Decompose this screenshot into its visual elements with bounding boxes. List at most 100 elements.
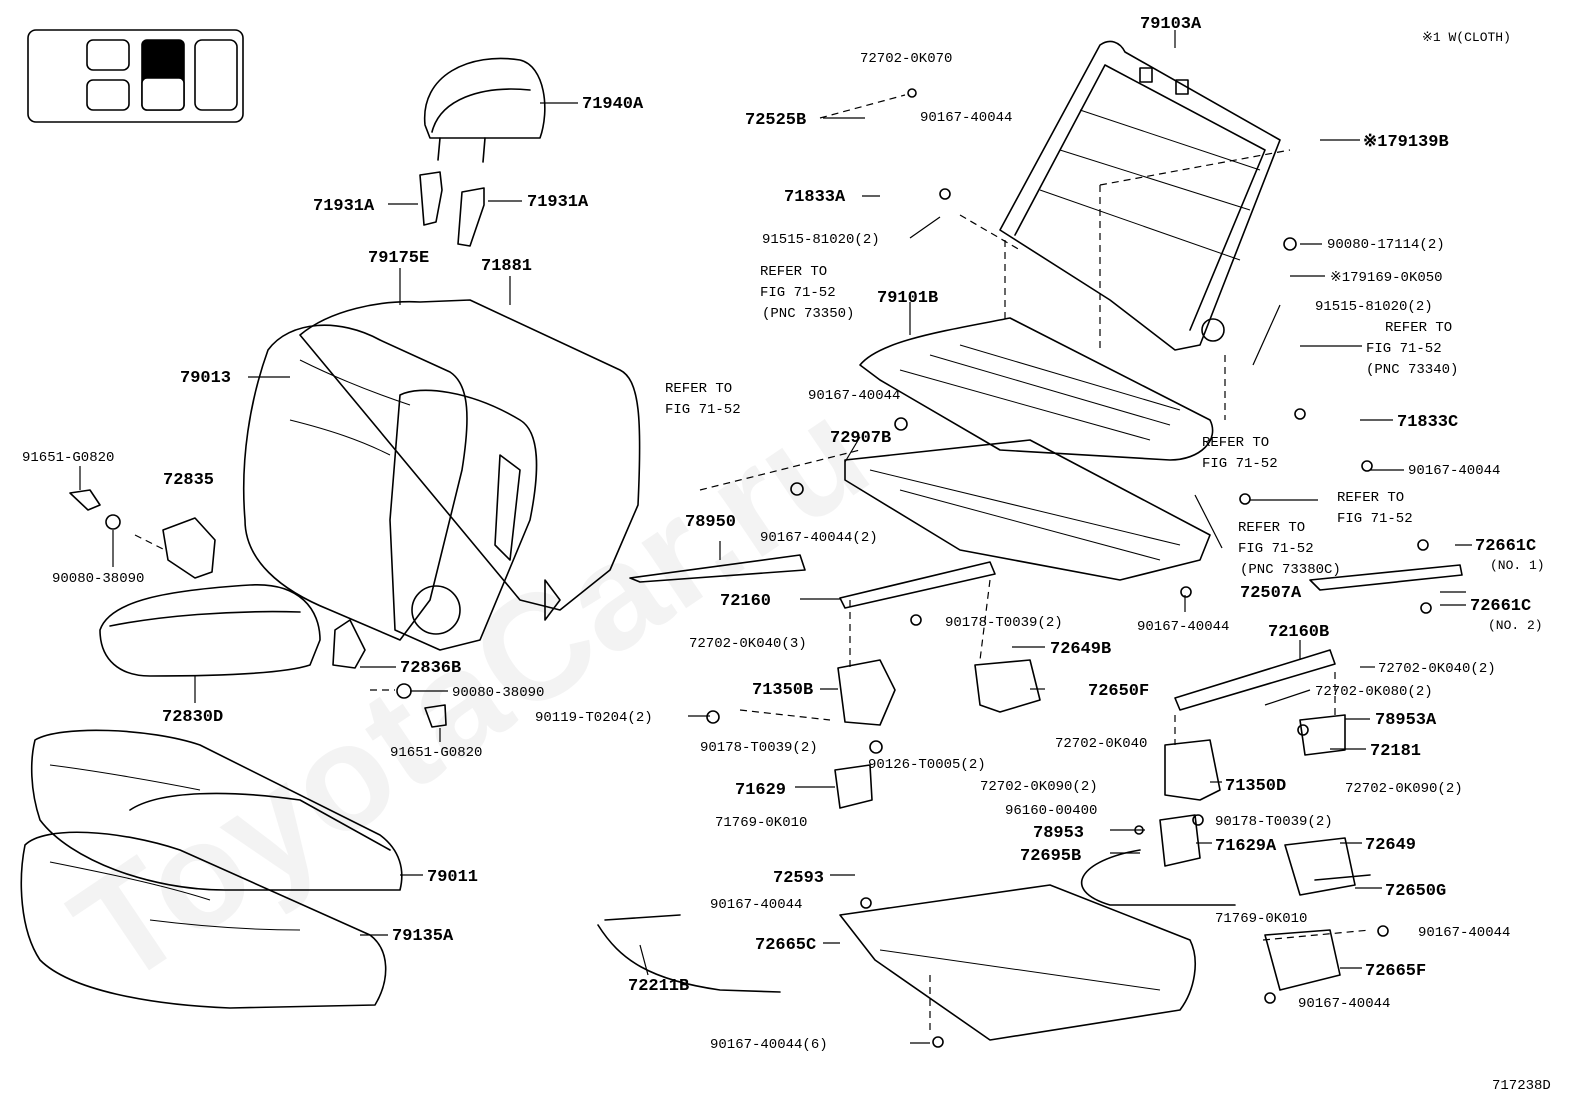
label-79103A: 79103A [1140,15,1202,34]
label-71350B: 71350B [752,681,813,700]
refer-6-line-c: (PNC 73380C) [1240,562,1341,578]
label-72665F: 72665F [1365,962,1426,981]
label-72695B: 72695B [1020,847,1081,866]
refer-4-line-a: REFER TO [1202,435,1269,451]
label-72211B: 72211B [628,977,689,996]
hinge-cover-drawings [69,489,447,728]
label-90178-T0039-3: 90178-T0039(2) [1215,814,1333,830]
label-72181: 72181 [1370,742,1421,761]
label-79101B: 79101B [877,289,938,308]
seat-position-legend [27,29,244,123]
label-72661C-no1: 72661C [1475,537,1536,556]
label-79011: 79011 [427,868,478,887]
label-72525B: 72525B [745,111,806,130]
label-90119-T0204: 90119-T0204(2) [535,710,653,726]
label-79139B: ※179139B [1363,133,1449,152]
label-79135A: 79135A [392,927,454,946]
label-90126-T0005: 90126-T0005(2) [868,757,986,773]
label-72661C-no2: 72661C [1470,597,1531,616]
label-71833A: 71833A [784,188,846,207]
refer-4-line-b: FIG 71-52 [1202,456,1278,472]
seat-cushion-frame-drawing [859,317,1214,461]
label-71629: 71629 [735,781,786,800]
label-72650F: 72650F [1088,682,1149,701]
label-71350D: 71350D [1225,777,1286,796]
seatback-drawing [242,299,641,651]
label-91651-G0820-top: 91651-G0820 [22,450,114,466]
label-71881: 71881 [481,257,532,276]
label-72702-0K070: 72702-0K070 [860,51,952,67]
refer-3-line-b: FIG 71-52 [665,402,741,418]
label-72702-0K090-1: 72702-0K090(2) [980,779,1098,795]
refer-1-line-a: REFER TO [760,264,827,280]
label-78953: 78953 [1033,824,1084,843]
label-72702-0K040-2r: 72702-0K040(2) [1378,661,1496,677]
label-90178-T0039-1: 90178-T0039(2) [945,615,1063,631]
label-78953A: 78953A [1375,711,1437,730]
label-79175E: 79175E [368,249,429,268]
label-no2: (NO. 2) [1488,618,1543,633]
label-72907B: 72907B [830,429,891,448]
label-72649: 72649 [1365,836,1416,855]
label-72835: 72835 [163,471,214,490]
label-79169-0K050: ※179169-0K050 [1330,270,1443,286]
cables-drawing [597,849,1371,993]
assembly-dashed-lines [134,94,1371,1030]
label-90167-40044-right1: 90167-40044 [1408,463,1500,479]
label-72593: 72593 [773,869,824,888]
label-72830D: 72830D [162,708,223,727]
label-71931A-right: 71931A [527,193,589,212]
refer-2-line-a: REFER TO [1385,320,1452,336]
label-90167-40044-4: 90167-40044 [1418,925,1510,941]
label-71833C: 71833C [1397,413,1458,432]
label-72702-0K080: 72702-0K080(2) [1315,684,1433,700]
label-90167-40044-2: 90167-40044(2) [760,530,878,546]
refer-1-line-c: (PNC 73350) [762,306,854,322]
label-90167-40044-mid1: 90167-40044 [808,388,900,404]
label-72836B: 72836B [400,659,461,678]
seat-pan-drawing [844,439,1211,581]
refer-6-line-a: REFER TO [1238,520,1305,536]
label-90080-38090-left: 90080-38090 [52,571,144,587]
label-no1: (NO. 1) [1490,558,1545,573]
label-72702-0K090-2: 72702-0K090(2) [1345,781,1463,797]
armrest-drawing [99,584,321,677]
label-72507A: 72507A [1240,584,1302,603]
refer-5-line-a: REFER TO [1337,490,1404,506]
label-90080-38090-mid: 90080-38090 [452,685,544,701]
fastener-glyphs [706,88,1432,1048]
note-cloth: ※1 W(CLOTH) [1422,30,1511,45]
label-71940A: 71940A [582,95,644,114]
headrest-drawing [419,57,546,247]
label-90167-40044-mid2: 90167-40044 [1137,619,1229,635]
label-90167-40044-6: 90167-40044(6) [710,1037,828,1053]
refer-2-line-c: (PNC 73340) [1366,362,1458,378]
label-72665C: 72665C [755,936,816,955]
label-72160: 72160 [720,592,771,611]
figure-id: 717238D [1492,1078,1551,1094]
label-78950: 78950 [685,513,736,532]
tray-drawing [839,884,1341,1041]
lock-mechanism-drawings [834,659,1356,896]
cushion-upper-drawing [30,729,403,891]
seatback-frame-drawing [999,40,1281,351]
refer-3-line-a: REFER TO [665,381,732,397]
label-72702-0K040-m: 72702-0K040 [1055,736,1147,752]
label-72702-0K040-3: 72702-0K040(3) [689,636,807,652]
label-72650G: 72650G [1385,882,1446,901]
label-96160-00400: 96160-00400 [1005,803,1097,819]
label-71931A-left: 71931A [313,197,375,216]
rails-drawing [629,554,1463,711]
label-72160B: 72160B [1268,623,1329,642]
label-71769-0K010-1: 71769-0K010 [715,815,807,831]
cushion-lower-drawing [20,831,387,1009]
label-90167-40044-5: 90167-40044 [1298,996,1390,1012]
refer-1-line-b: FIG 71-52 [760,285,836,301]
refer-2-line-b: FIG 71-52 [1366,341,1442,357]
label-72649B: 72649B [1050,640,1111,659]
label-91651-G0820-mid: 91651-G0820 [390,745,482,761]
leader-lines [79,30,1472,1044]
label-90178-T0039-2: 90178-T0039(2) [700,740,818,756]
